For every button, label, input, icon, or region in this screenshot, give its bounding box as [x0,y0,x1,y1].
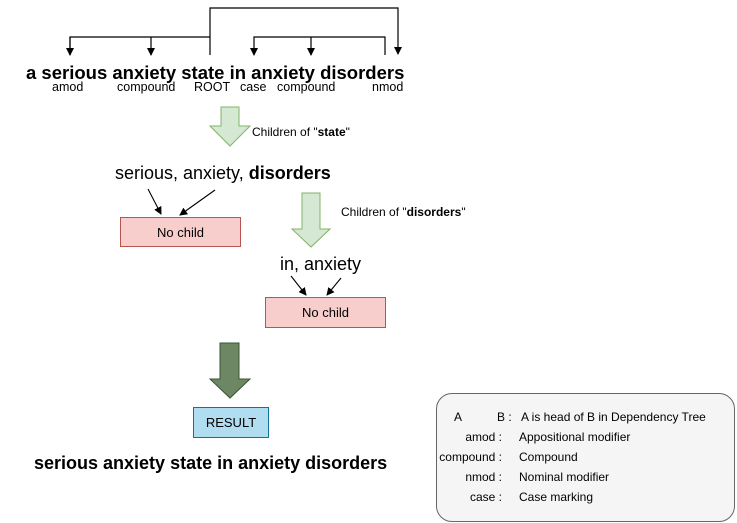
legend-key: compound : [439,450,502,464]
children-of-state-arrow [208,106,252,147]
result-arrow [208,342,252,399]
dep-label-nmod: nmod [372,80,404,94]
state-children: serious, anxiety, disorders [115,163,331,183]
legend-arrow-a: A [454,410,463,424]
legend-key: amod : [465,430,502,444]
legend-row-nmod: nmod : Nominal modifier [437,470,734,486]
legend-row-compound: compound : Compound [437,450,734,466]
input-sentence: a serious anxiety state in anxiety disor… [26,62,405,83]
legend-value: Appositional modifier [519,430,631,444]
legend-value: Nominal modifier [519,470,610,484]
children-of-disorders-arrow [290,192,332,248]
legend-row-arrow: A B : A is head of B in Dependency Tree [437,410,734,426]
dep-label-compound: compound [117,80,176,94]
children-of-state-label: Children of "state" [252,125,350,139]
result-box: RESULT [193,407,269,438]
legend-arrow-b: B : [497,410,512,424]
arrow-serious-to-nochild [147,188,162,215]
legend-row-amod: amod : Appositional modifier [437,430,734,446]
arrow-in-to-nochild [290,275,307,296]
legend-row-case: case : Case marking [437,490,734,506]
legend-arrow-desc: A is head of B in Dependency Tree [521,410,706,424]
arrow-anxiety-to-nochild [179,189,216,216]
dep-label-case: case [240,80,267,94]
children-of-disorders-label: Children of "disorders" [341,205,466,219]
dep-label-compound-2: compound [277,80,336,94]
legend-value: Case marking [519,490,594,504]
no-child-box-2: No child [265,297,386,328]
arc-disorders [250,36,386,56]
dep-label-root: ROOT [194,80,231,94]
legend-key: nmod : [465,470,502,484]
disorders-children: in, anxiety [280,254,362,274]
arc-state-root [209,7,402,55]
arrow-anxiety3-to-nochild [326,277,342,296]
dep-label-amod: amod [52,80,84,94]
no-child-box-1: No child [120,217,241,247]
arc-state-children [69,36,210,55]
legend-value: Compound [519,450,578,464]
dependency-arcs [66,7,402,56]
legend-key: case : [469,490,502,504]
result-text: serious anxiety state in anxiety disorde… [34,453,388,473]
legend-panel: A B : A is head of B in Dependency Tree … [436,393,735,522]
